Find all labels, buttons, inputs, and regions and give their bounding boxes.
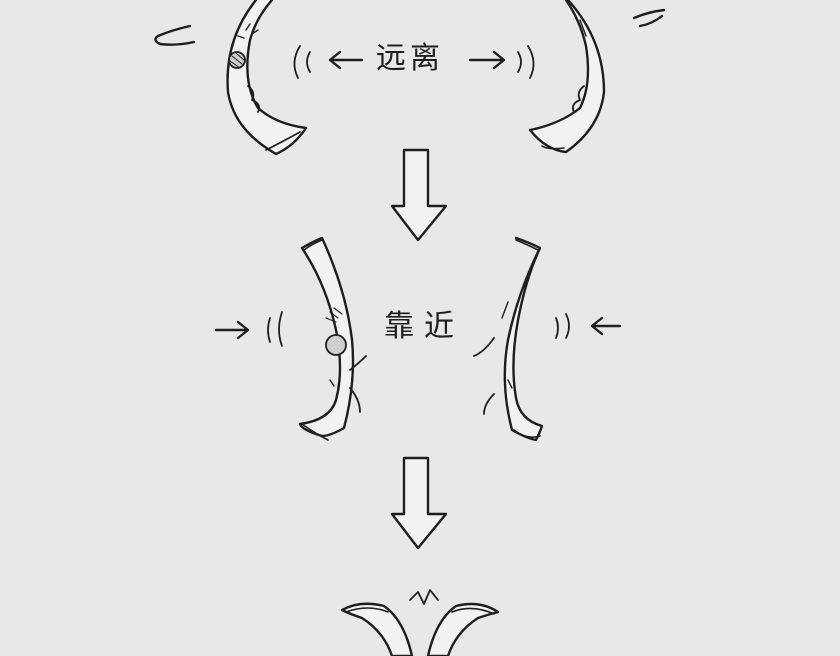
- label-moving-apart: 远离: [376, 41, 444, 76]
- away-arrow-left: [328, 50, 364, 70]
- near-arrow-right: [590, 316, 622, 336]
- away-arrow-right: [468, 50, 506, 70]
- left-horn-middle: [298, 236, 355, 438]
- right-horn-middle: [503, 236, 544, 442]
- near-arrow-left: [214, 320, 250, 340]
- right-horn-bottom: [426, 602, 500, 656]
- left-motion-marks: [156, 24, 196, 46]
- contact-spark: [409, 589, 439, 605]
- left-horn-bottom: [340, 602, 414, 656]
- left-horn-top: [226, 0, 308, 156]
- right-motion-marks: [632, 8, 666, 28]
- right-horn-top: [528, 0, 606, 154]
- flow-arrow-down-2: [390, 456, 448, 550]
- blush-mark-middle: [325, 334, 347, 356]
- label-moving-closer: 靠近: [384, 309, 464, 344]
- flow-arrow-down-1: [390, 148, 448, 242]
